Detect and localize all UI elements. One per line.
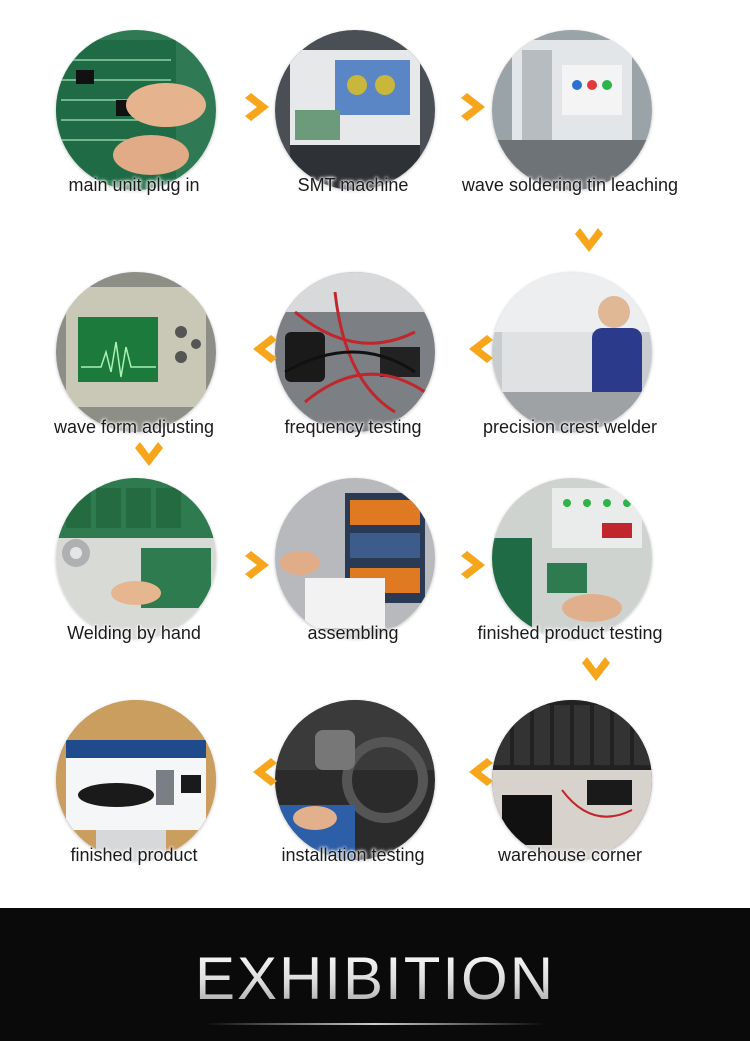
chevron-right-icon [459,547,495,583]
process-step: wave form adjusting [19,272,249,502]
process-step: finished product [19,700,249,930]
exhibition-banner: EXHIBITION [0,908,750,1041]
warehouse-photo [492,700,652,860]
chevron-left-icon [459,754,495,790]
step-label: finished product [70,845,198,865]
test-bench-photo [492,478,652,638]
step-label: assembling [307,623,399,643]
frequency-test-photo [275,272,435,432]
banner-underline [205,1023,545,1025]
oscilloscope-photo [56,272,216,432]
chevron-left-icon [243,754,279,790]
crest-welder-photo [492,272,652,432]
step-label: wave soldering tin leaching [461,175,679,195]
chevron-left-icon [459,331,495,367]
step-label: SMT machine [297,175,409,195]
process-step: precision crest welder [455,272,685,502]
process-step: wave soldering tin leaching [455,30,685,260]
wave-soldering-photo [492,30,652,190]
chevron-right-icon [243,89,279,125]
process-step: assembling [238,478,468,708]
process-step: finished product testing [455,478,685,708]
step-label: Welding by hand [67,623,201,643]
step-label: main unit plug in [68,175,200,195]
smt-machine-photo [275,30,435,190]
circuit-board-photo [56,30,216,190]
car-interior-photo [275,700,435,860]
product-box-photo [56,700,216,860]
chevron-left-icon [243,331,279,367]
hand-welding-photo [56,478,216,638]
assembling-photo [275,478,435,638]
process-step: SMT machine [238,30,468,260]
process-step: installation testing [238,700,468,930]
step-label: precision crest welder [482,417,658,437]
process-step: Welding by hand [19,478,249,708]
chevron-right-icon [243,547,279,583]
process-step: frequency testing [238,272,468,502]
step-label: warehouse corner [497,845,643,865]
banner-title: EXHIBITION [0,944,750,1013]
process-step: main unit plug in [19,30,249,260]
step-label: wave form adjusting [53,417,215,437]
process-step: warehouse corner [455,700,685,930]
chevron-down-icon [131,440,167,476]
step-label: frequency testing [284,417,422,437]
chevron-right-icon [459,89,495,125]
chevron-down-icon [578,655,614,691]
step-label: installation testing [281,845,425,865]
chevron-down-icon [571,226,607,262]
step-label: finished product testing [477,623,663,643]
